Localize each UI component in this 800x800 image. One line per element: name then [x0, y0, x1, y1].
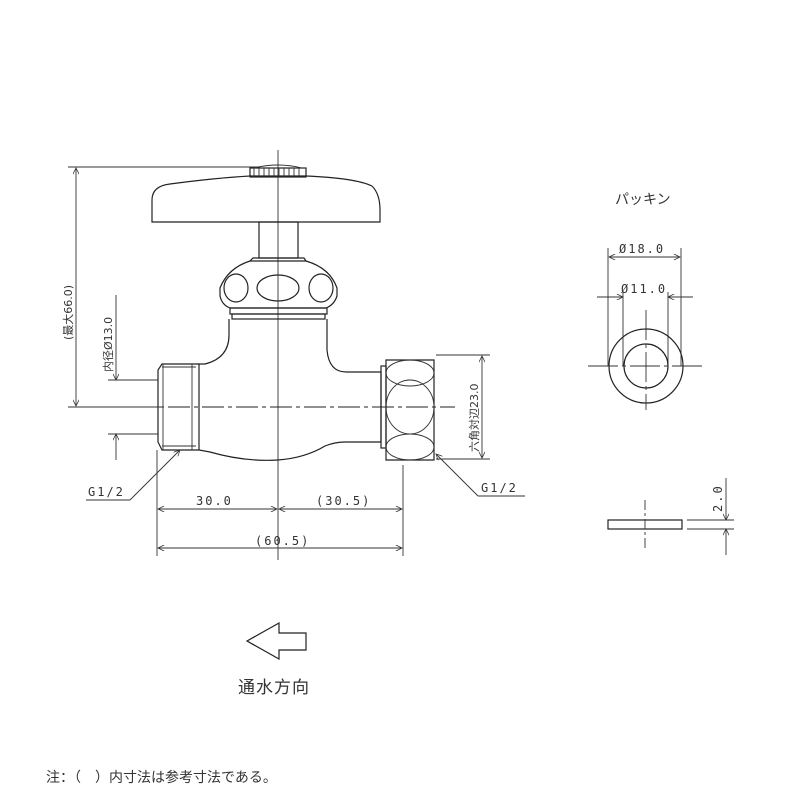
max-height-label: (最大66.0): [61, 285, 75, 340]
svg-text:Ø11.0: Ø11.0: [621, 282, 667, 296]
dimension-hex: 六角対辺23.0: [436, 354, 490, 460]
svg-text:2.0: 2.0: [711, 484, 725, 512]
footnote: 注：（ ）内寸法は参考寸法である。: [46, 770, 277, 786]
svg-text:30.0: 30.0: [196, 494, 233, 508]
svg-text:Ø18.0: Ø18.0: [619, 242, 665, 256]
packing-title: パッキン: [615, 192, 671, 208]
valve-front-view: (最大66.0) 内径Ø13.0 六角対辺23.0 G1/2 G1/2: [61, 150, 525, 560]
flow-direction: [245, 621, 307, 661]
packing-view: パッキン Ø18.0 Ø11.0 2.0: [588, 192, 734, 555]
svg-text:(30.5): (30.5): [316, 494, 371, 508]
svg-text:G1/2: G1/2: [88, 485, 125, 499]
dimension-inner-diameter: 内径Ø13.0: [101, 295, 158, 460]
inner-diameter-label: 内径Ø13.0: [101, 317, 115, 372]
svg-text:G1/2: G1/2: [481, 481, 518, 495]
valve-body: [157, 319, 435, 461]
flow-direction-label: 通水方向: [238, 678, 310, 698]
svg-text:(60.5): (60.5): [255, 534, 310, 548]
stem: [258, 221, 299, 259]
dimension-max-height: (最大66.0): [61, 166, 260, 408]
dimension-lengths: 30.0 (30.5) (60.5): [156, 450, 404, 556]
thread-leader-right: G1/2: [436, 454, 525, 497]
packing-side-view: 2.0: [607, 478, 734, 555]
handle: [151, 164, 381, 223]
left-arrow-icon: [245, 621, 307, 661]
hex-label: 六角対辺23.0: [467, 384, 481, 453]
bonnet: [219, 257, 338, 320]
thread-leader-left: G1/2: [86, 450, 180, 501]
